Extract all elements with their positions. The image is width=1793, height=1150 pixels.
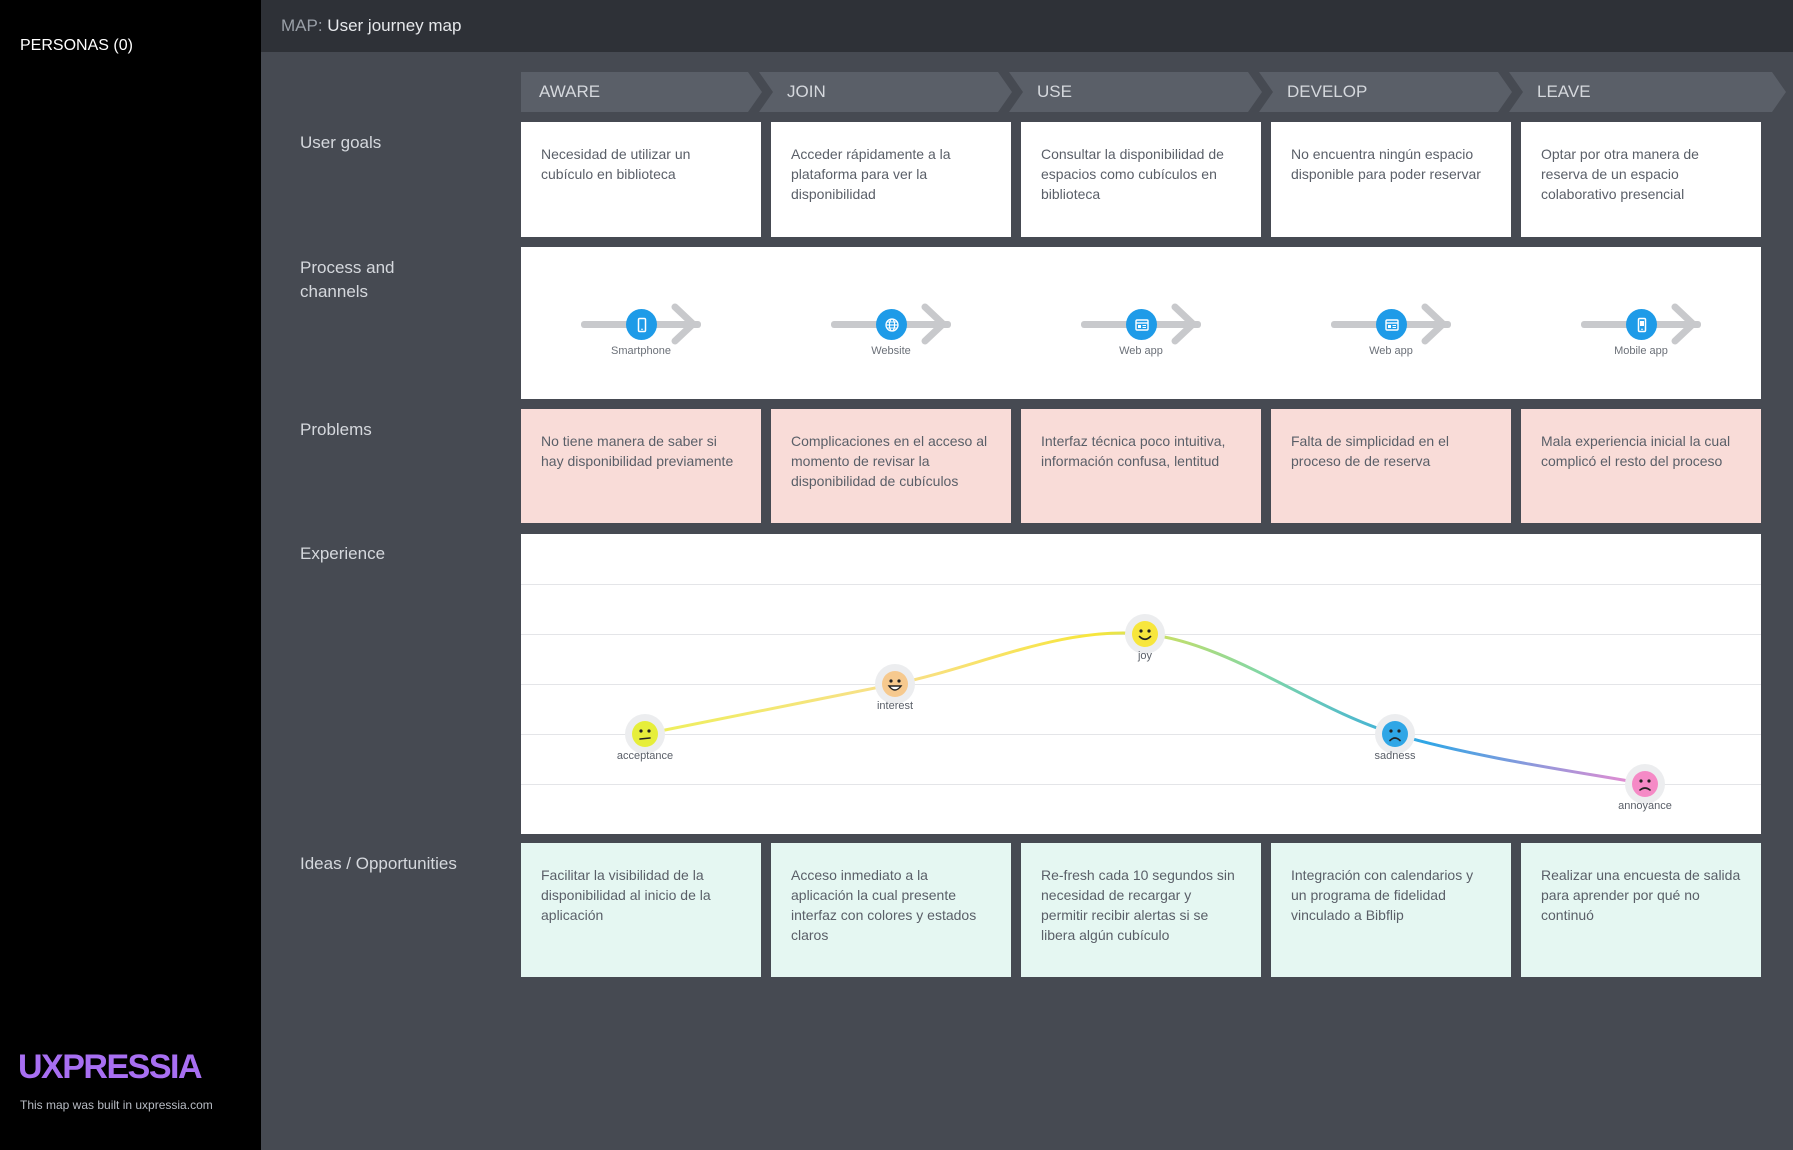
smartphone-icon — [626, 309, 657, 340]
brand-note: This map was built in uxpressia.com — [20, 1098, 213, 1112]
experience-panel: acceptance interest joy sadness annoyance — [521, 534, 1761, 834]
interest-face-icon — [882, 671, 908, 697]
emotion-label: acceptance — [616, 750, 674, 762]
map-title-name: User journey map — [327, 16, 462, 35]
emotion-label: interest — [876, 700, 914, 712]
idea-card[interactable]: Re-fresh cada 10 segundos sin necesidad … — [1021, 843, 1261, 977]
channel-mobile-app[interactable]: Mobile app — [1521, 247, 1771, 399]
mobile-app-icon — [1626, 309, 1657, 340]
phase-aware[interactable]: AWARE — [521, 72, 762, 112]
map-title[interactable]: MAP: User journey map — [281, 16, 461, 36]
goal-card[interactable]: No encuentra ningún espacio disponible p… — [1271, 122, 1511, 237]
idea-card[interactable]: Acceso inmediato a la aplicación la cual… — [771, 843, 1011, 977]
web-app-icon — [1376, 309, 1407, 340]
globe-icon — [876, 309, 907, 340]
idea-card[interactable]: Integración con calendarios y un program… — [1271, 843, 1511, 977]
phase-leave[interactable]: LEAVE — [1509, 72, 1786, 112]
problem-card[interactable]: Falta de simplicidad en el proceso de de… — [1271, 409, 1511, 523]
arrow-right-icon — [671, 303, 697, 345]
gridline — [521, 734, 1761, 735]
gridline — [521, 684, 1761, 685]
joy-face-icon — [1132, 621, 1158, 647]
row-label-process: Process and channels — [300, 258, 395, 301]
arrow-right-icon — [1171, 303, 1197, 345]
arrow-right-icon — [1671, 303, 1697, 345]
process-channels-panel: Smartphone Website Web app Web app Mobil… — [521, 247, 1761, 399]
channel-web-app[interactable]: Web app — [1271, 247, 1521, 399]
channel-label: Mobile app — [1614, 345, 1668, 357]
arrow-right-icon — [921, 303, 947, 345]
row-label-problems: Problems — [300, 420, 372, 439]
channel-label: Web app — [1119, 345, 1163, 357]
channel-website[interactable]: Website — [771, 247, 1021, 399]
acceptance-face-icon — [632, 721, 658, 747]
channel-label: Web app — [1369, 345, 1413, 357]
experience-curve-chart — [644, 631, 1646, 786]
goal-card[interactable]: Consultar la disponibilidad de espacios … — [1021, 122, 1261, 237]
goal-card[interactable]: Optar por otra manera de reserva de un e… — [1521, 122, 1761, 237]
row-label-user-goals: User goals — [300, 133, 382, 152]
personas-link[interactable]: PERSONAS (0) — [20, 37, 133, 54]
phase-join[interactable]: JOIN — [759, 72, 1012, 112]
arrow-right-icon — [1421, 303, 1447, 345]
problem-card[interactable]: Interfaz técnica poco intuitiva, informa… — [1021, 409, 1261, 523]
row-label-experience: Experience — [300, 544, 386, 563]
emotion-label: joy — [1137, 650, 1153, 662]
phase-use[interactable]: USE — [1009, 72, 1262, 112]
channel-smartphone[interactable]: Smartphone — [521, 247, 771, 399]
idea-card[interactable]: Realizar una encuesta de salida para apr… — [1521, 843, 1761, 977]
channel-label: Website — [871, 345, 911, 357]
idea-card[interactable]: Facilitar la visibilidad de la disponibi… — [521, 843, 761, 977]
phase-develop[interactable]: DEVELOP — [1259, 72, 1512, 112]
problem-card[interactable]: Complicaciones en el acceso al momento d… — [771, 409, 1011, 523]
goal-card[interactable]: Acceder rápidamente a la plataforma para… — [771, 122, 1011, 237]
problem-card[interactable]: Mala experiencia inicial la cual complic… — [1521, 409, 1761, 523]
top-bar: MAP: User journey map — [261, 0, 1793, 52]
channel-label: Smartphone — [611, 345, 671, 357]
emotion-label: annoyance — [1618, 800, 1672, 812]
web-app-icon — [1126, 309, 1157, 340]
sidebar: PERSONAS (0) UXPRESSIA This map was buil… — [0, 0, 261, 1150]
emotion-label: sadness — [1374, 750, 1416, 762]
problem-card[interactable]: No tiene manera de saber si hay disponib… — [521, 409, 761, 523]
channel-web-app[interactable]: Web app — [1021, 247, 1271, 399]
sadness-face-icon — [1382, 721, 1408, 747]
gridline — [521, 584, 1761, 585]
map-title-label: MAP: — [281, 16, 323, 35]
uxpressia-logo[interactable]: UXPRESSIA — [18, 1048, 203, 1086]
annoyance-face-icon — [1632, 771, 1658, 797]
gridline — [521, 784, 1761, 785]
goal-card[interactable]: Necesidad de utilizar un cubículo en bib… — [521, 122, 761, 237]
row-label-ideas: Ideas / Opportunities — [300, 854, 457, 873]
